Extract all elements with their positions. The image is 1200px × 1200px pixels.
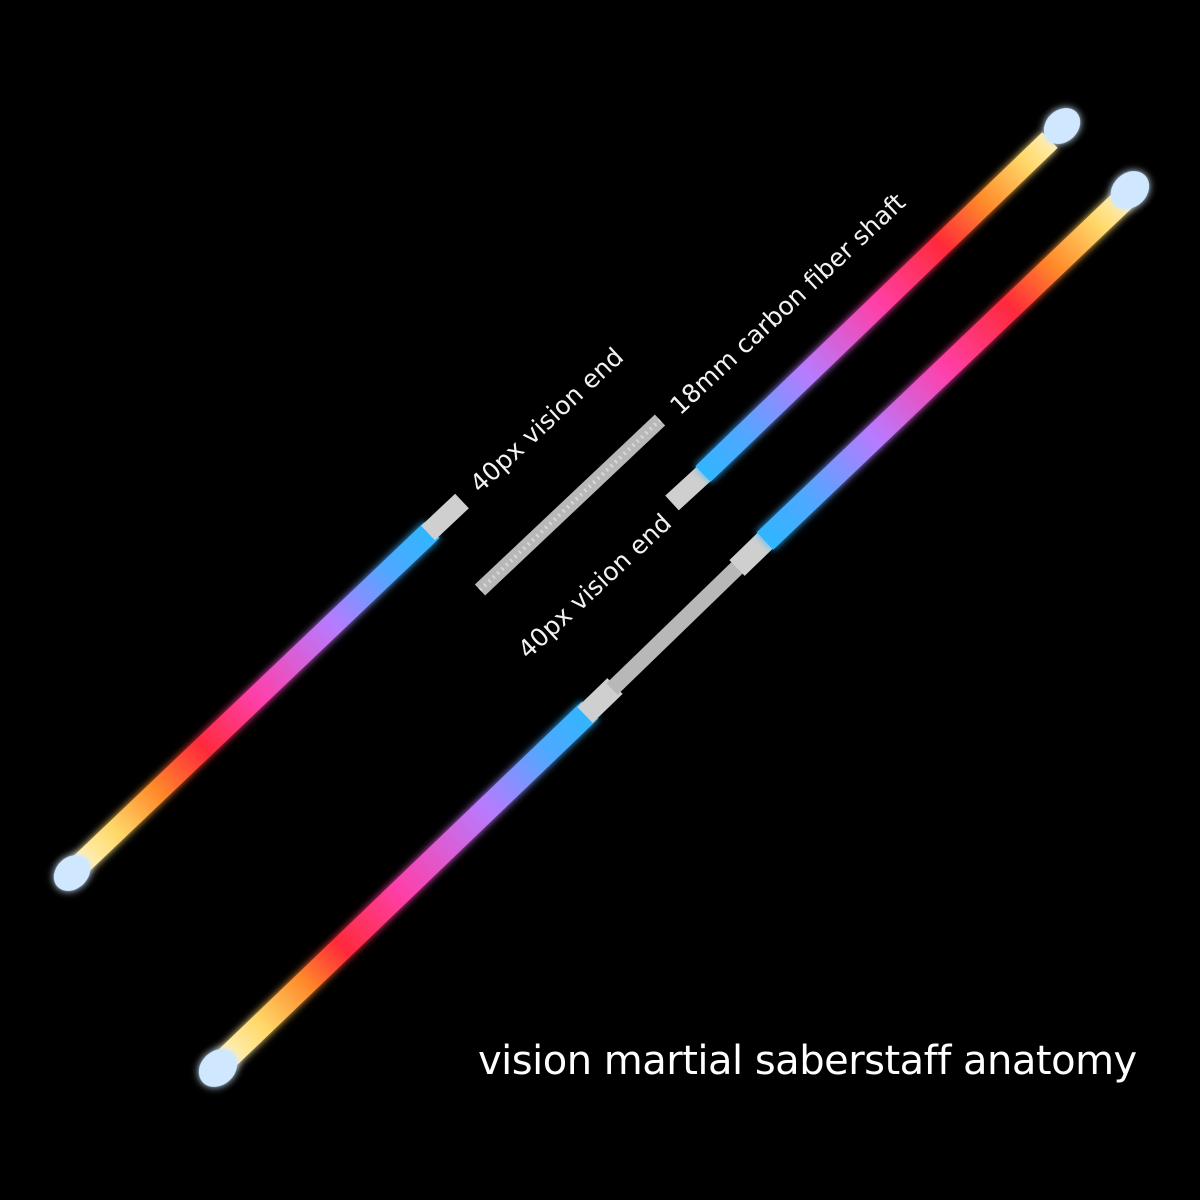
right-vision-end <box>665 108 1081 511</box>
right-connector <box>665 462 715 511</box>
bottom-end-cap <box>198 1049 238 1087</box>
assembled-saberstaff <box>198 171 1150 1087</box>
left-connector <box>421 493 469 541</box>
carbon-fiber-shaft <box>474 414 666 596</box>
top-end-cap <box>1110 171 1150 209</box>
left-end-cap <box>53 855 91 891</box>
diagram-title: vision martial saberstaff anatomy <box>478 1038 1137 1084</box>
assembled-shaft <box>606 559 746 695</box>
right-end-cap <box>1043 108 1081 144</box>
left-vision-end <box>53 493 469 891</box>
